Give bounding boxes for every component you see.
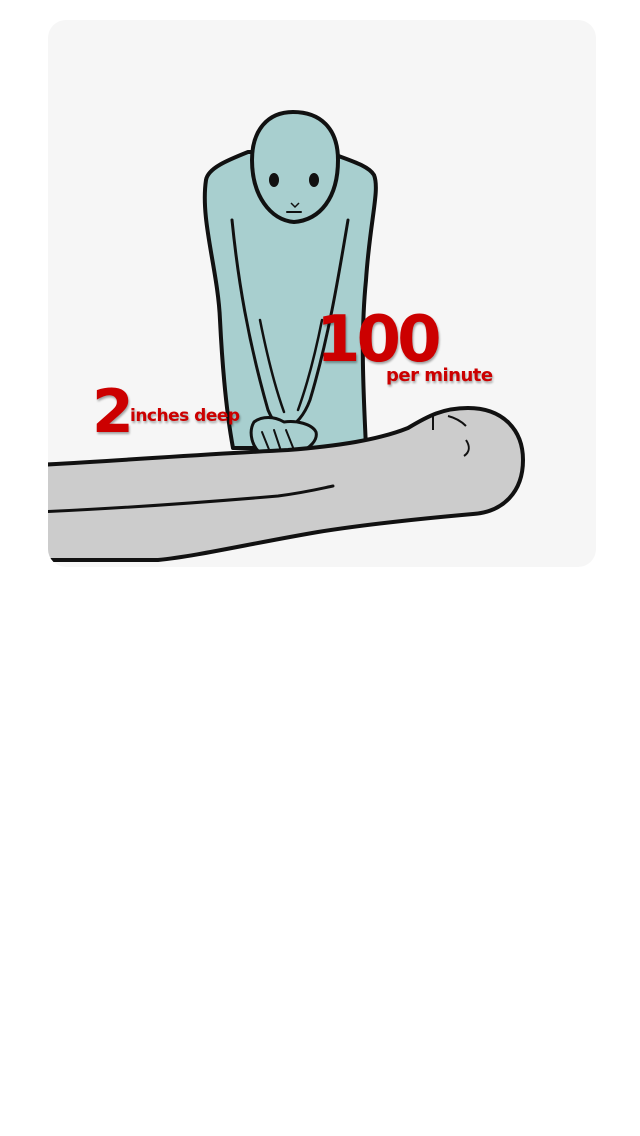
- compression-depth-unit: inches deep: [130, 406, 240, 426]
- compression-rate-unit: per minute: [386, 365, 493, 386]
- compression-rate-value: 100: [316, 303, 442, 377]
- cpr-illustration-card: 100 per minute 2 inches deep: [48, 20, 596, 567]
- patient-figure: [48, 406, 525, 562]
- compression-depth-value: 2: [92, 377, 134, 447]
- cpr-illustration: [48, 109, 525, 562]
- rescuer-figure: [202, 109, 378, 460]
